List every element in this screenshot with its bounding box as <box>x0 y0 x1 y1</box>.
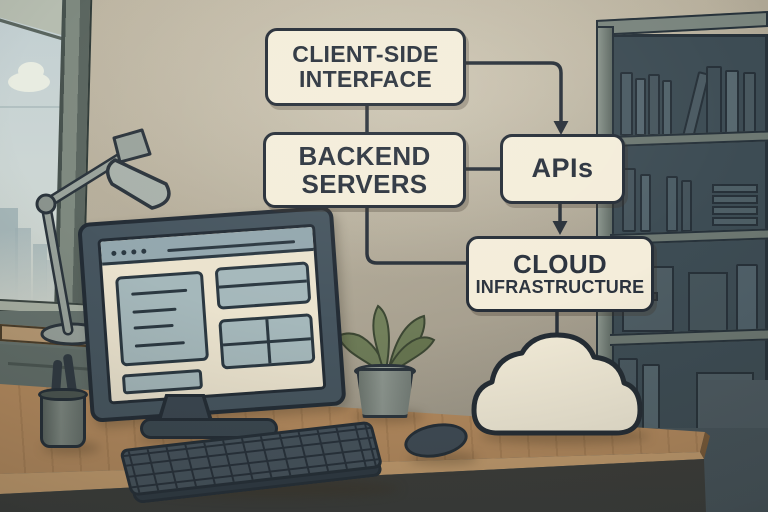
stacked-book <box>712 184 758 193</box>
box-file <box>688 272 728 332</box>
stacked-book <box>712 217 758 226</box>
stacked-book <box>712 206 758 215</box>
arrowhead-apis <box>553 121 569 135</box>
node-label: CLIENT-SIDE <box>292 41 439 68</box>
edge-client-apis <box>466 61 563 122</box>
node-backend-servers: BACKEND SERVERS <box>263 132 466 208</box>
node-label: INFRASTRUCTURE <box>475 277 645 298</box>
node-label: BACKEND <box>298 140 431 171</box>
node-label: INTERFACE <box>298 66 433 92</box>
node-apis: APIs <box>500 134 625 204</box>
node-label: CLOUD <box>513 249 607 280</box>
node-label: SERVERS <box>301 169 428 199</box>
arrowhead-cloudinfra <box>552 221 568 235</box>
skyline-wire <box>0 106 64 108</box>
edge-backend-cloudinfra <box>365 208 467 265</box>
stacked-book <box>712 195 758 204</box>
book <box>640 174 651 232</box>
sky-cloud <box>18 62 44 80</box>
cloud-icon <box>471 332 643 436</box>
monitor-stand-base <box>140 418 278 439</box>
node-client-side-interface: CLIENT-SIDE INTERFACE <box>265 28 466 106</box>
node-cloud-infrastructure: CLOUD INFRASTRUCTURE <box>466 236 654 312</box>
book <box>622 168 636 232</box>
desk-side-edge <box>700 432 710 459</box>
node-label: APIs <box>531 153 594 184</box>
pen-cup-rim <box>38 388 88 401</box>
